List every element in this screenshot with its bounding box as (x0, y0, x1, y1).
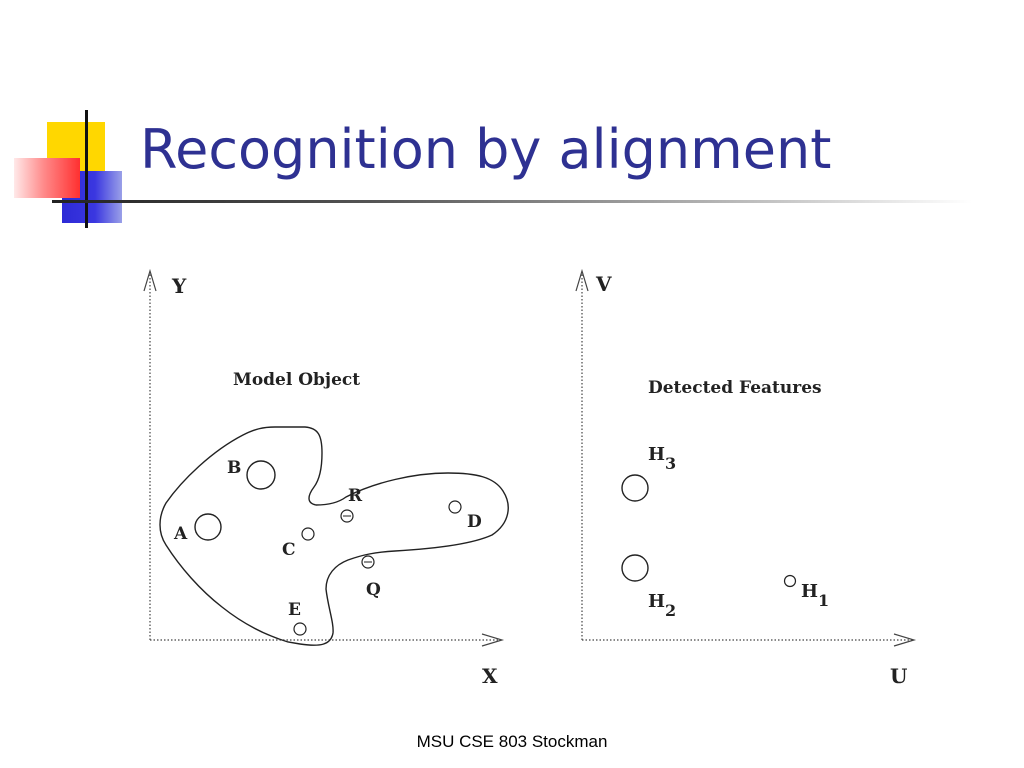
feature-H1-base: H (801, 581, 818, 602)
y-axis-label: Y (171, 274, 187, 298)
feature-H2-base: H (648, 591, 665, 612)
point-C-marker (301, 527, 315, 541)
slide-footer: MSU CSE 803 Stockman (416, 732, 608, 751)
point-D-label: D (467, 512, 482, 532)
feature-H3-subscript: 3 (665, 454, 676, 473)
point-R-label: R (348, 486, 363, 506)
vertical-rule-decoration (85, 110, 88, 228)
u-axis-arrowhead (893, 633, 917, 647)
y-axis-arrowhead (143, 268, 157, 292)
point-C-label: C (282, 540, 296, 560)
point-Q-label: Q (366, 580, 381, 600)
feature-H2-label: H2 (648, 591, 676, 620)
x-axis-label: X (482, 664, 498, 688)
feature-H2-subscript: 2 (665, 601, 676, 620)
feature-H1-subscript: 1 (818, 591, 829, 610)
point-E-label: E (288, 600, 301, 620)
u-axis-label: U (890, 664, 907, 688)
feature-H3-label: H3 (648, 444, 676, 473)
point-A-label: A (173, 524, 188, 544)
point-B-marker (246, 460, 276, 490)
feature-H2-marker (621, 554, 649, 582)
point-B-label: B (227, 458, 241, 478)
model-object-outline (159, 426, 509, 646)
red-bar-decoration (14, 158, 80, 198)
alignment-figure: Y X Model Object A B C R D Q (143, 268, 917, 688)
point-D-marker (448, 500, 462, 514)
feature-H1-label: H1 (801, 581, 829, 610)
detected-features-caption: Detected Features (648, 378, 822, 398)
slide-title: Recognition by alignment (140, 118, 832, 181)
x-axis-arrowhead (481, 633, 505, 647)
detected-features-panel: V U Detected Features H3 H2 H1 (575, 268, 917, 688)
point-E-marker (293, 622, 307, 636)
feature-H3-base: H (648, 444, 665, 465)
feature-H1-marker (783, 574, 797, 588)
v-axis-arrowhead (575, 268, 589, 292)
point-A-marker (194, 513, 222, 541)
point-R-marker (340, 509, 354, 523)
feature-H3-marker (621, 474, 649, 502)
title-underline (52, 200, 972, 203)
model-object-caption: Model Object (233, 370, 360, 390)
point-Q-marker (361, 555, 375, 569)
model-object-panel: Y X Model Object A B C R D Q (143, 268, 509, 688)
v-axis-label: V (595, 272, 612, 296)
